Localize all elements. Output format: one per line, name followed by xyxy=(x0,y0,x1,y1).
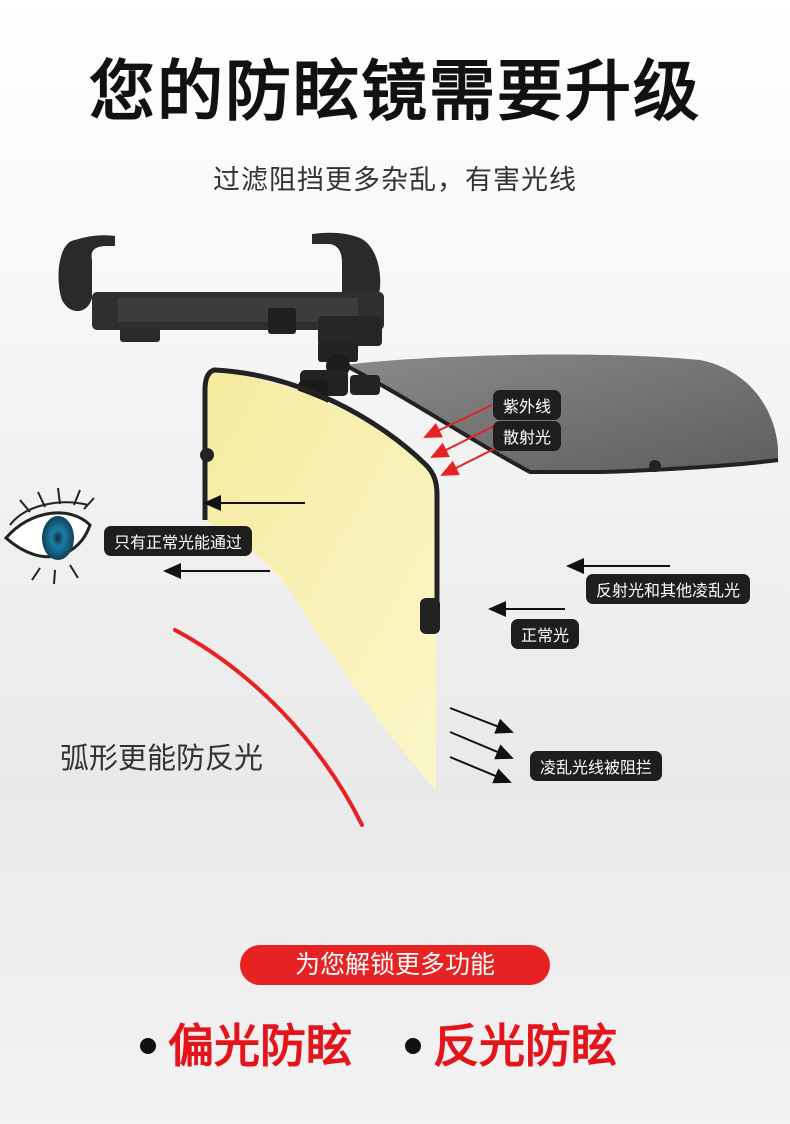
blocked-arrow-1 xyxy=(449,707,514,734)
page-subheadline: 过滤阻挡更多杂乱，有害光线 xyxy=(213,165,577,196)
unlock-banner: 为您解锁更多功能 xyxy=(240,945,550,985)
feature-anti-reflect: 反光防眩 xyxy=(405,1010,617,1076)
bullet-icon xyxy=(140,1037,156,1054)
label-uv: 紫外线 xyxy=(493,390,562,420)
bullet-icon xyxy=(405,1037,421,1054)
label-normal-light: 正常光 xyxy=(511,619,580,649)
eye-icon xyxy=(3,487,95,585)
visor-illustration xyxy=(3,232,779,827)
label-blocked: 凌乱光线被阻拦 xyxy=(530,751,663,781)
curve-red-arc xyxy=(173,628,364,827)
gray-lens xyxy=(344,354,779,474)
uv-arrow-1 xyxy=(423,404,493,438)
label-scatter: 散射光 xyxy=(493,421,562,451)
uv-arrow-2 xyxy=(430,422,501,458)
page-headline: 您的防眩镜需要升级 xyxy=(89,53,701,130)
curve-caption: 弧形更能防反光 xyxy=(60,741,264,775)
label-reflected: 反射光和其他凌乱光 xyxy=(586,574,751,604)
blocked-arrow-2 xyxy=(449,731,514,760)
visor-clip xyxy=(58,232,384,346)
blocked-arrow-3 xyxy=(449,756,512,784)
yellow-lens xyxy=(200,367,440,790)
label-normal-pass: 只有正常光能通过 xyxy=(104,526,253,556)
feature-polarized: 偏光防眩 xyxy=(140,1010,352,1076)
feature-label: 反光防眩 xyxy=(433,1019,617,1073)
feature-label: 偏光防眩 xyxy=(168,1019,352,1073)
